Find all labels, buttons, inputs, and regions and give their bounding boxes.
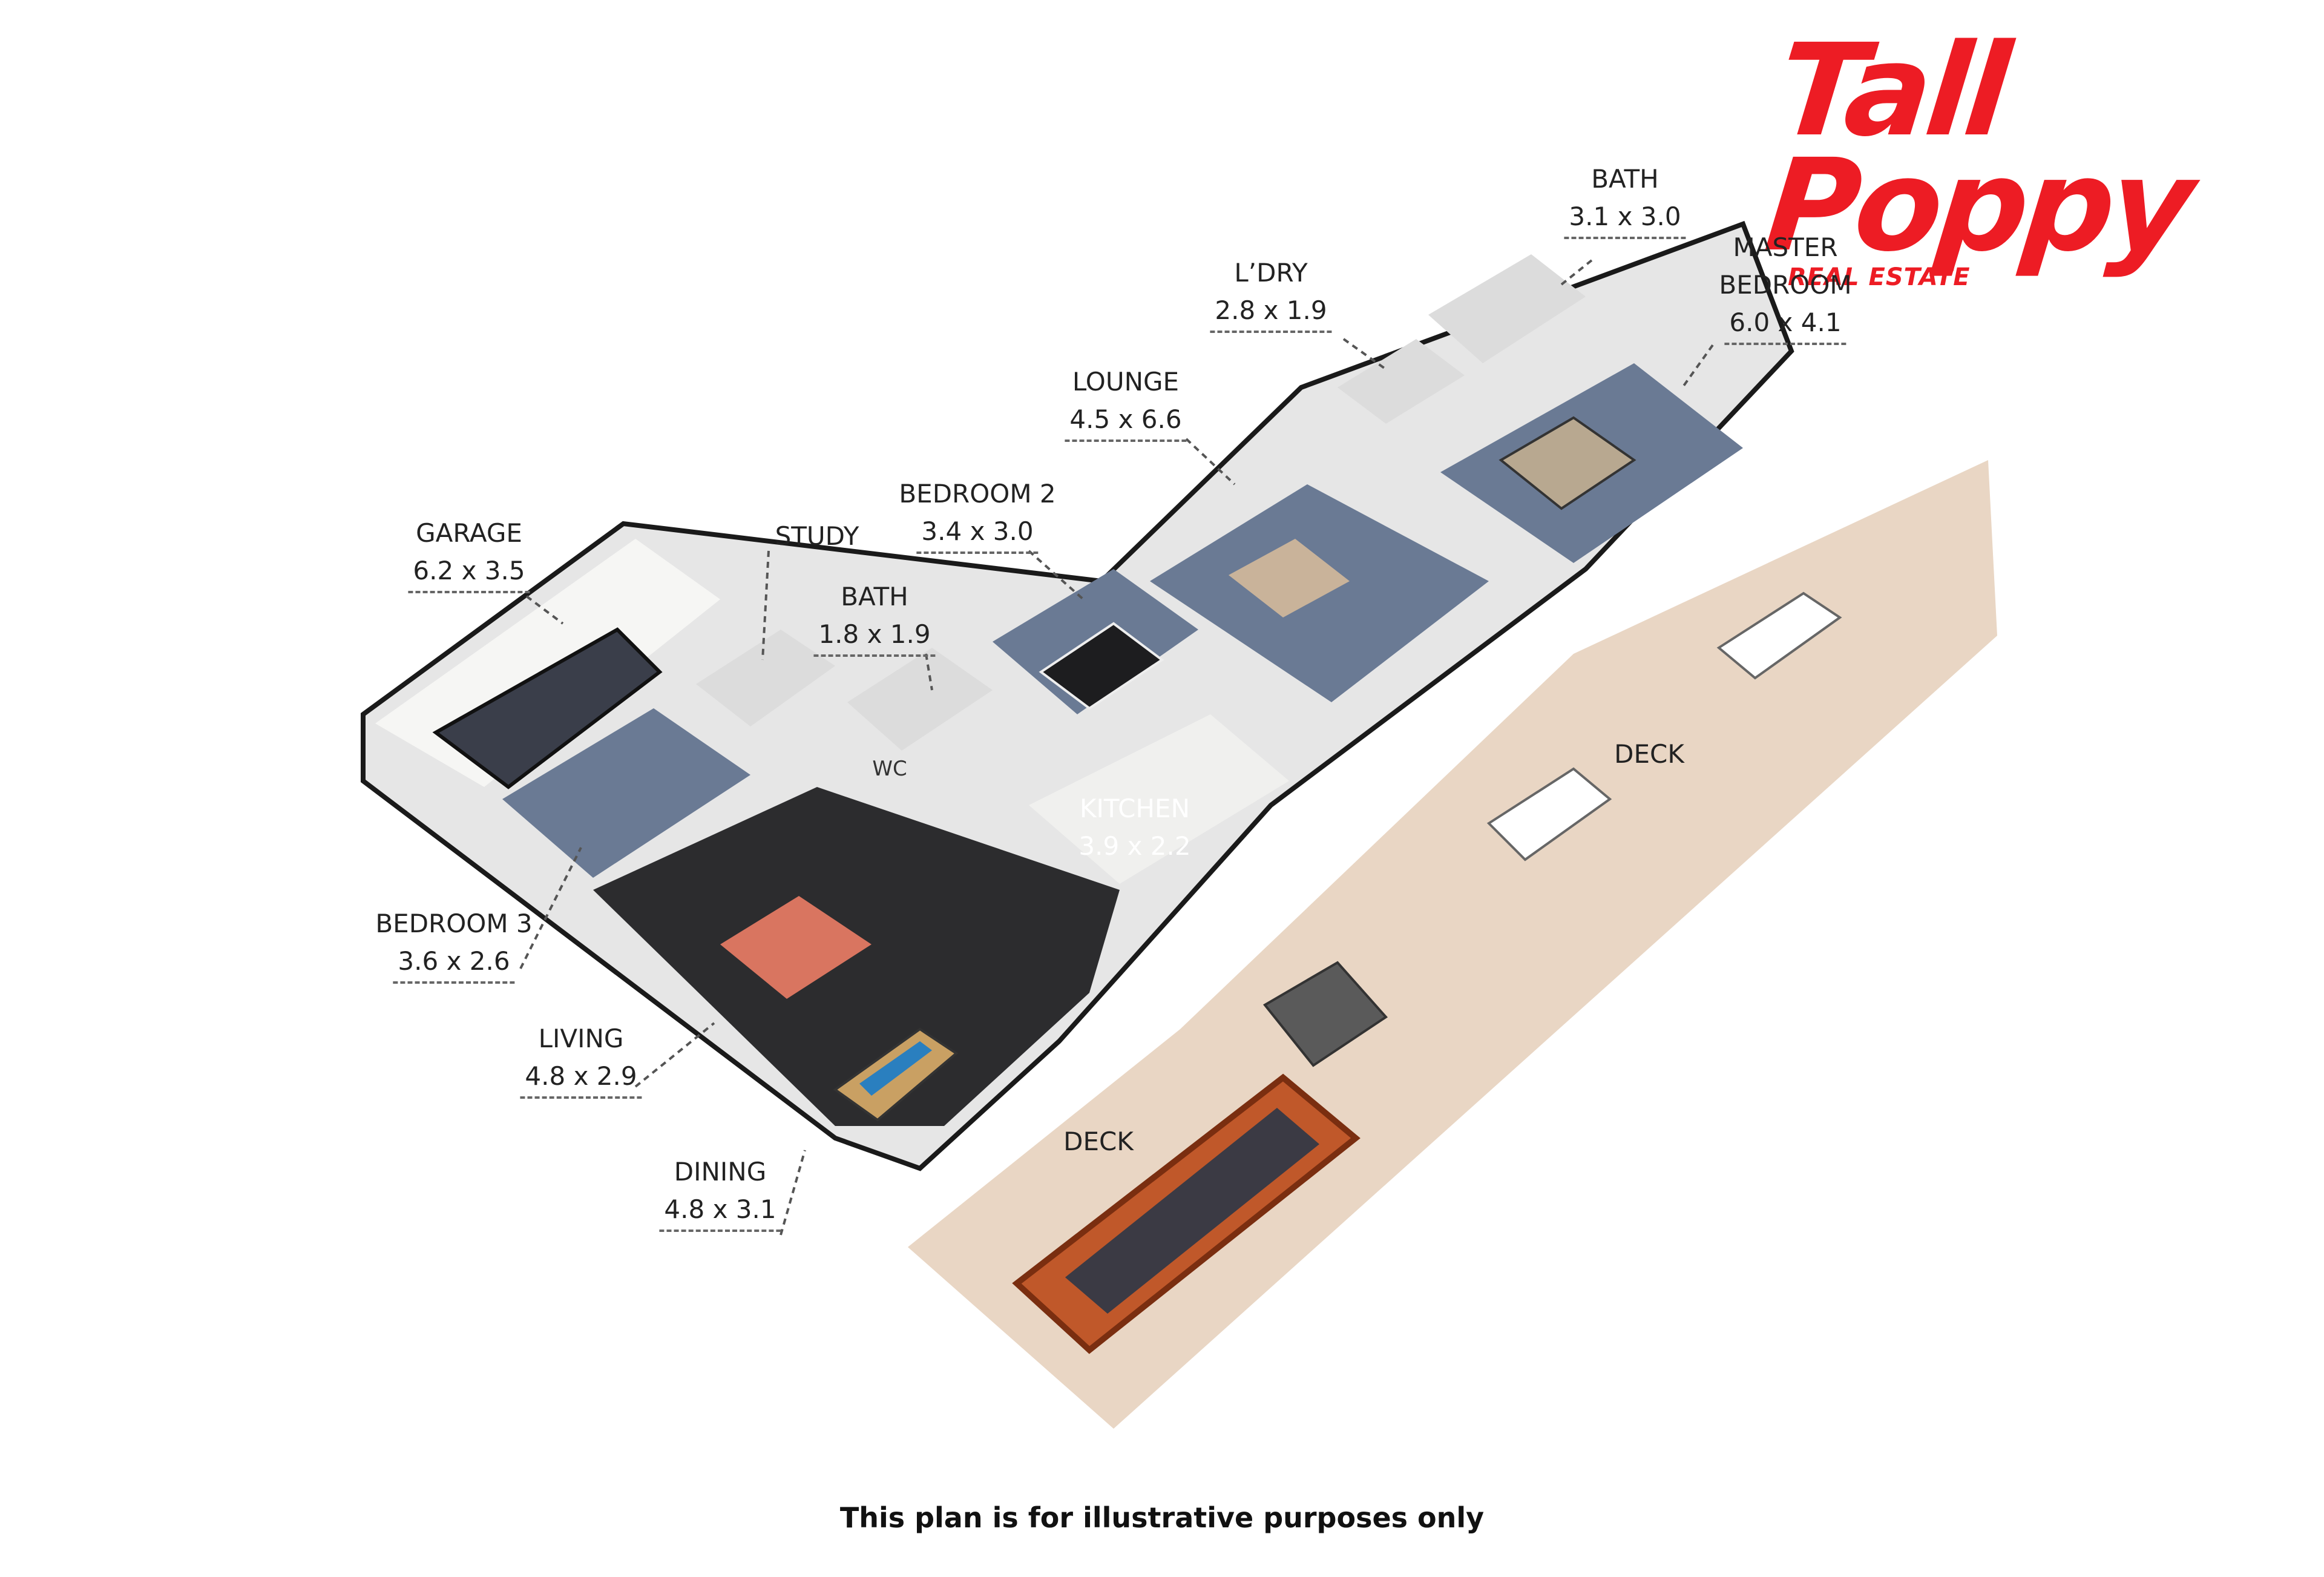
label-bedroom3: BEDROOM 3 3.6 x 2.6 — [375, 905, 533, 984]
leader-lines — [519, 259, 1714, 1236]
label-deck-side: DECK — [1614, 736, 1684, 773]
deck-table-2 — [1716, 591, 1842, 680]
study-floor — [696, 630, 835, 726]
laundry-name: L’DRY — [1234, 258, 1308, 288]
dining-dims: 4.8 x 3.1 — [659, 1191, 781, 1232]
bedroom2-name: BEDROOM 2 — [899, 479, 1056, 509]
bedroom3-dims: 3.6 x 2.6 — [393, 943, 515, 984]
bath2-dims: 3.1 x 3.0 — [1564, 198, 1686, 239]
living-rug — [720, 896, 872, 999]
dining-name: DINING — [674, 1157, 767, 1187]
bedroom3-floor — [502, 708, 750, 878]
garage-dims: 6.2 x 3.5 — [408, 552, 530, 593]
lounge-rug — [1229, 539, 1350, 617]
deck-table-3 — [1262, 961, 1388, 1067]
bath2-name: BATH — [1591, 164, 1659, 194]
master-name: MASTER — [1733, 232, 1838, 262]
disclaimer-text: This plan is for illustrative purposes o… — [839, 1501, 1485, 1534]
bath1-dims: 1.8 x 1.9 — [813, 616, 936, 657]
label-dining: DINING 4.8 x 3.1 — [659, 1153, 781, 1232]
label-master-bedroom: MASTER BEDROOM 6.0 x 4.1 — [1719, 229, 1852, 345]
label-bath2: BATH 3.1 x 3.0 — [1564, 160, 1686, 239]
label-study: STUDY — [775, 518, 859, 555]
kitchen-dims: 3.9 x 2.2 — [1078, 831, 1191, 861]
bath1-name: BATH — [841, 582, 908, 611]
logo-subtitle: REAL ESTATE — [1788, 263, 1971, 291]
garage-name: GARAGE — [416, 518, 522, 548]
deck1-name: DECK — [1063, 1127, 1134, 1156]
tall-poppy-logo: Tall Poppy REAL ESTATE — [1759, 16, 2306, 291]
master-name2: BEDROOM — [1719, 270, 1852, 300]
label-lounge: LOUNGE 4.5 x 6.6 — [1065, 363, 1187, 442]
spa-water — [1065, 1108, 1319, 1314]
living-dims: 4.8 x 2.9 — [520, 1058, 642, 1099]
label-living: LIVING 4.8 x 2.9 — [520, 1020, 642, 1099]
bedroom2-dims: 3.4 x 3.0 — [916, 513, 1039, 554]
bedroom2-bed — [1039, 622, 1164, 710]
living-name: LIVING — [538, 1024, 624, 1053]
lounge-name: LOUNGE — [1072, 367, 1180, 397]
living-dining-floor — [593, 787, 1120, 1126]
laundry-dims: 2.8 x 1.9 — [1210, 292, 1332, 333]
label-laundry: L’DRY 2.8 x 1.9 — [1210, 254, 1332, 333]
master-dims: 6.0 x 4.1 — [1724, 304, 1846, 345]
label-garage: GARAGE 6.2 x 3.5 — [408, 515, 530, 593]
label-bedroom2: BEDROOM 2 3.4 x 3.0 — [899, 475, 1056, 554]
label-bath1: BATH 1.8 x 1.9 — [813, 578, 936, 657]
deck2-name: DECK — [1614, 739, 1684, 769]
dining-runner — [859, 1041, 932, 1096]
study-name: STUDY — [775, 521, 859, 551]
bedroom3-name: BEDROOM 3 — [375, 909, 533, 938]
kitchen-name: KITCHEN — [1080, 794, 1190, 823]
lounge-dims: 4.5 x 6.6 — [1065, 401, 1187, 442]
kitchen-floor — [1029, 714, 1289, 884]
laundry-floor — [1338, 339, 1465, 424]
deck-table-1 — [1486, 767, 1612, 861]
label-kitchen: KITCHEN 3.9 x 2.2 — [1074, 790, 1195, 866]
label-deck-front: DECK — [1063, 1123, 1134, 1161]
bath1-floor — [847, 648, 993, 751]
car-illustration — [432, 627, 663, 789]
bath2-floor — [1428, 254, 1586, 363]
master-bed — [1498, 416, 1636, 510]
label-wc: WC — [872, 757, 907, 781]
